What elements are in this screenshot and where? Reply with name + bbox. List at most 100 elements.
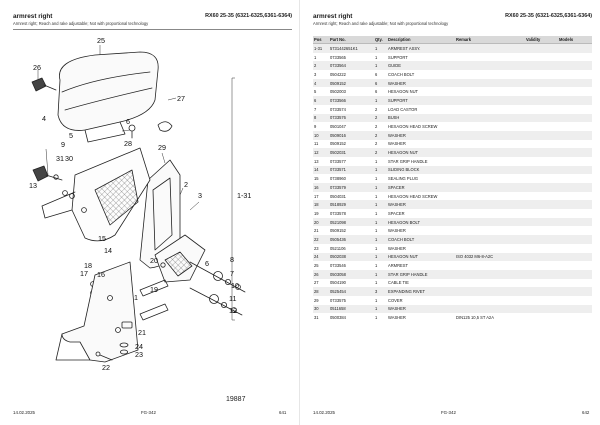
table-cell: 1: [374, 278, 387, 288]
column-header: Pos: [313, 36, 329, 44]
table-cell: 0733578: [329, 209, 374, 218]
table-cell: 0502031: [329, 148, 374, 157]
table-cell: 1: [374, 174, 387, 183]
armrest-cushion-part: [57, 51, 159, 143]
table-cell: 1: [374, 304, 387, 314]
table-cell: [455, 156, 525, 166]
table-cell: 2: [374, 130, 387, 140]
callout-21: 21: [138, 328, 146, 337]
table-cell: 1: [374, 43, 387, 53]
table-cell: 0733566: [329, 96, 374, 105]
footer-code: FG-342: [141, 410, 156, 415]
table-cell: 26: [313, 269, 329, 279]
callout-12: 12: [229, 306, 237, 315]
table-cell: 11: [313, 139, 329, 149]
table-cell: [525, 174, 558, 183]
callout-19: 19: [150, 285, 158, 294]
callout-6: 6: [126, 117, 130, 126]
table-cell: WASHER: [387, 226, 455, 236]
sliding-block-part: [154, 234, 206, 283]
table-cell: [455, 78, 525, 88]
table-cell: 27: [313, 278, 329, 288]
table-cell: LOAD CASTOR: [387, 104, 455, 114]
callout-11: 11: [229, 294, 236, 303]
table-cell: [455, 191, 525, 201]
table-cell: 1-31: [313, 43, 329, 53]
footer-date: 14.02.2025: [313, 410, 335, 415]
table-cell: COACH BOLT: [387, 70, 455, 79]
table-cell: [525, 113, 558, 123]
table-cell: [558, 183, 592, 192]
callout-10: 10: [231, 281, 239, 290]
table-cell: [455, 130, 525, 140]
callout-2: 2: [184, 180, 188, 189]
table-cell: [455, 304, 525, 314]
table-cell: [455, 243, 525, 253]
table-cell: 6: [374, 70, 387, 79]
castor-bolts-part: [189, 261, 246, 316]
table-cell: 0733546: [329, 261, 374, 270]
table-cell: CABLE TIE: [387, 278, 455, 288]
table-cell: 0509152: [329, 226, 374, 236]
table-cell: [558, 217, 592, 227]
cable-tie-part: [157, 121, 173, 132]
callout-4: 4: [42, 114, 46, 123]
table-cell: 0505436: [329, 235, 374, 244]
table-cell: [558, 43, 592, 53]
callout-26: 26: [33, 63, 41, 72]
callout-9: 9: [61, 140, 65, 149]
table-cell: SPACER: [387, 209, 455, 218]
table-cell: [525, 61, 558, 71]
table-cell: [525, 252, 558, 262]
callout-29: 29: [158, 143, 166, 152]
table-cell: [525, 217, 558, 227]
table-cell: [455, 226, 525, 236]
table-cell: WASHER: [387, 130, 455, 140]
table-cell: 1: [374, 269, 387, 279]
column-header: Remark: [455, 36, 525, 44]
table-cell: SEALING PLUG: [387, 174, 455, 183]
table-cell: 0733574: [329, 104, 374, 114]
table-cell: [455, 148, 525, 157]
table-cell: 0733579: [329, 183, 374, 192]
table-cell: [455, 87, 525, 97]
table-cell: 0502003: [329, 87, 374, 97]
table-cell: SUPPORT: [387, 52, 455, 62]
table-cell: 0733564: [329, 61, 374, 71]
callout-5: 5: [69, 131, 73, 140]
leader-lines: [37, 45, 235, 321]
table-cell: 8: [313, 113, 329, 123]
table-cell: [558, 61, 592, 71]
table-cell: 0504222: [329, 70, 374, 79]
table-cell: 0733577: [329, 156, 374, 166]
table-cell: 0525454: [329, 287, 374, 296]
table-cell: 1: [374, 209, 387, 218]
right-page: armrest right Armrest right; Reach and r…: [300, 0, 600, 425]
table-cell: 1: [374, 156, 387, 166]
callout-13: 13: [29, 181, 37, 190]
table-cell: [525, 52, 558, 62]
table-cell: 0733575: [329, 295, 374, 305]
table-cell: 1: [374, 61, 387, 71]
table-cell: [525, 200, 558, 210]
table-cell: 17: [313, 191, 329, 201]
callout-15: 15: [98, 234, 106, 243]
table-cell: 1: [374, 243, 387, 253]
table-cell: [525, 78, 558, 88]
table-cell: [455, 295, 525, 305]
table-cell: [525, 130, 558, 140]
table-cell: 1: [374, 52, 387, 62]
table-cell: [525, 243, 558, 253]
table-cell: 7: [313, 104, 329, 114]
